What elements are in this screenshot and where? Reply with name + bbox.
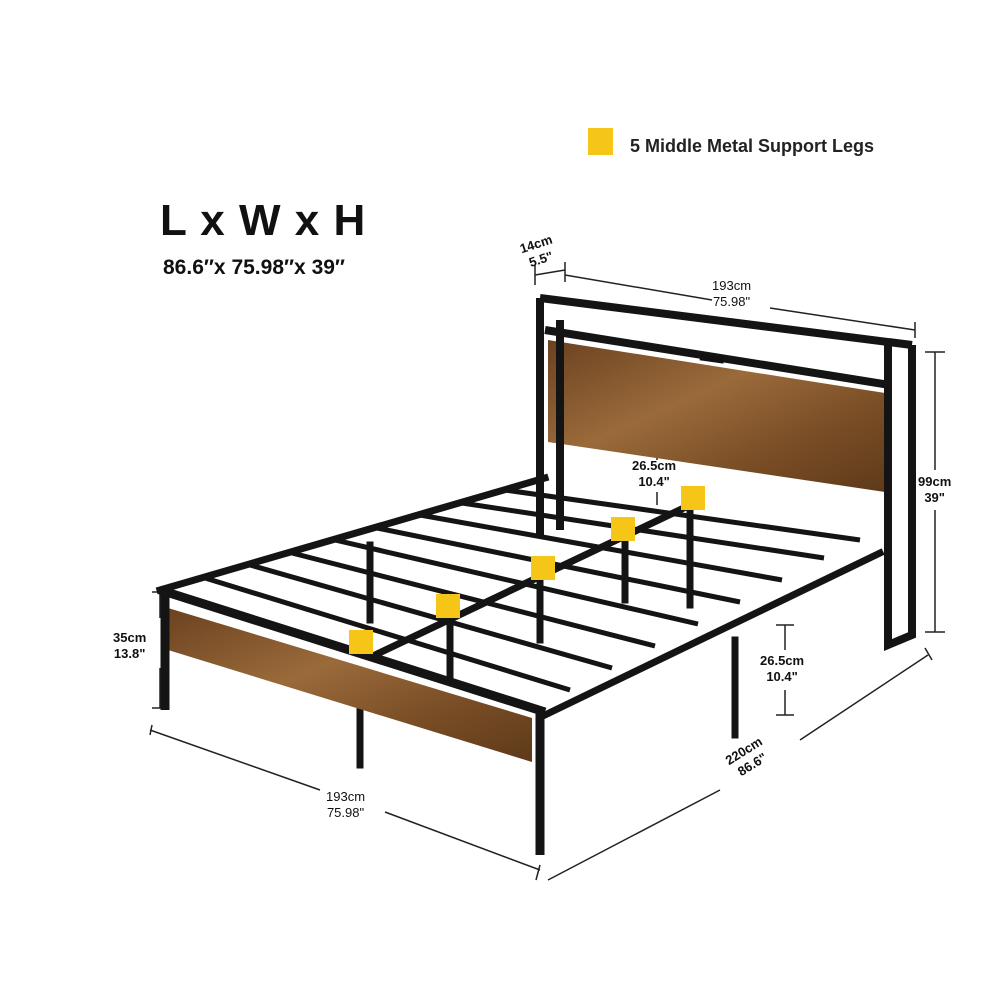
- dimension-lines: [149, 262, 945, 881]
- support-leg-marker-5: [681, 486, 705, 510]
- page-title: L x W x H: [160, 196, 367, 245]
- support-leg-marker-1: [349, 630, 373, 654]
- legend-swatch: [588, 128, 613, 155]
- support-leg-marker-4: [611, 517, 635, 541]
- right-side-rail: [540, 548, 885, 720]
- frame: [155, 473, 885, 769]
- overall-dimensions: 86.6″x 75.98″x 39″: [163, 256, 345, 279]
- support-leg-marker-3: [531, 556, 555, 580]
- legend-label: 5 Middle Metal Support Legs: [630, 136, 875, 156]
- support-leg-markers: [349, 486, 705, 654]
- support-leg-marker-2: [436, 594, 460, 618]
- left-side-rail: [155, 473, 550, 595]
- headboard: [536, 294, 916, 651]
